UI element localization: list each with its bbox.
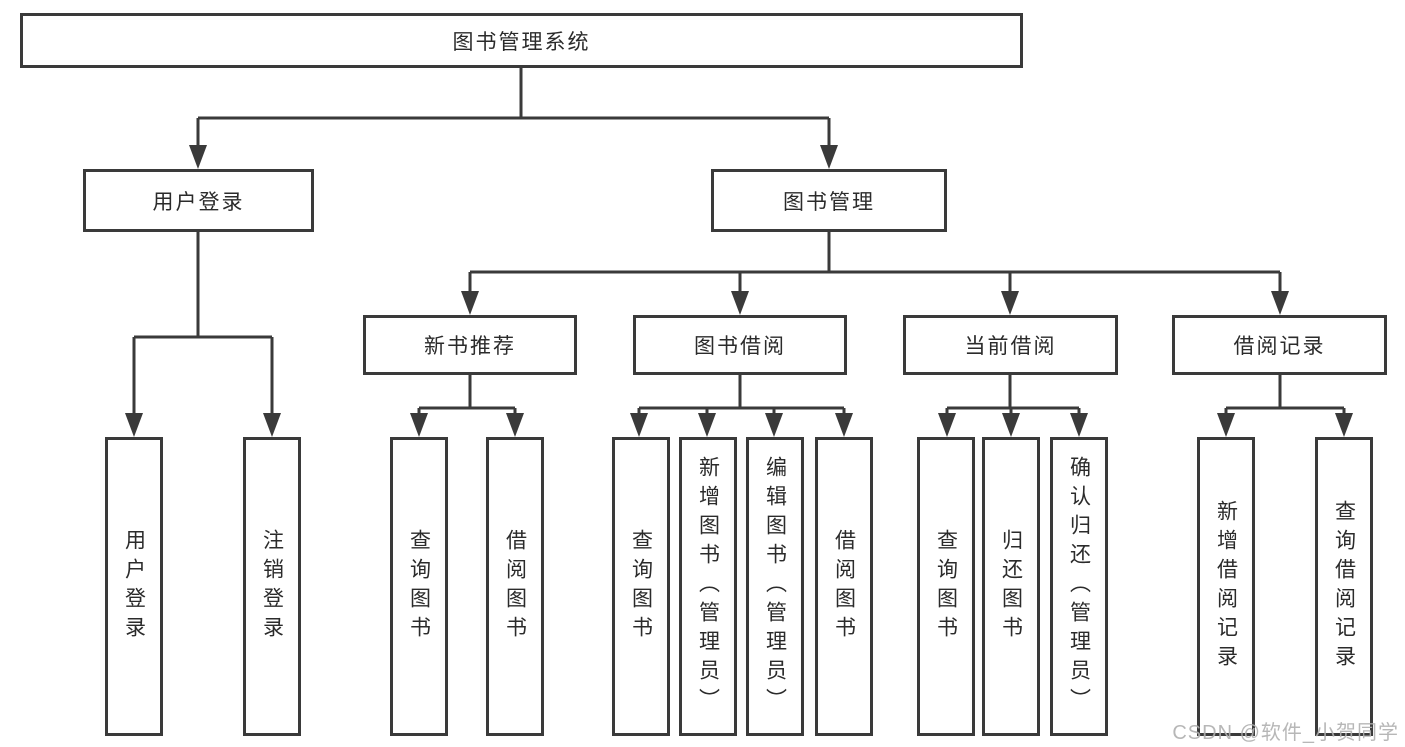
node-borrow-books: 借阅图书 <box>486 437 544 736</box>
arrowhead-down-icon <box>1001 291 1019 315</box>
node-label: 新书推荐 <box>424 335 516 358</box>
node-label: 归还图书 <box>999 528 1023 645</box>
node-logout: 注销登录 <box>243 437 301 736</box>
node-user-login: 用户登录 <box>83 169 314 232</box>
arrowhead-down-icon <box>835 413 853 437</box>
node-label: 查询借阅记录 <box>1332 499 1356 674</box>
node-label: 查询图书 <box>934 528 958 645</box>
node-book-borrow: 图书借阅 <box>633 315 847 375</box>
arrowhead-down-icon <box>1217 413 1235 437</box>
node-label: 借阅图书 <box>832 528 856 645</box>
arrowhead-down-icon <box>731 291 749 315</box>
node-user-login-leaf: 用户登录 <box>105 437 163 736</box>
node-new-book-recommend: 新书推荐 <box>363 315 577 375</box>
arrowhead-down-icon <box>630 413 648 437</box>
node-label: 新增借阅记录 <box>1214 499 1238 674</box>
node-library-management-system: 图书管理系统 <box>20 13 1023 68</box>
node-label: 注销登录 <box>260 528 284 645</box>
node-label: 查询图书 <box>407 528 431 645</box>
arrowhead-down-icon <box>1070 413 1088 437</box>
arrowhead-down-icon <box>1271 291 1289 315</box>
arrowhead-down-icon <box>938 413 956 437</box>
arrowhead-down-icon <box>698 413 716 437</box>
node-add-borrow-record: 新增借阅记录 <box>1197 437 1255 736</box>
node-label: 借阅记录 <box>1233 335 1326 358</box>
arrowhead-down-icon <box>125 413 143 437</box>
node-label: 用户登录 <box>122 528 146 645</box>
node-label: 当前借阅 <box>964 335 1057 358</box>
watermark: CSDN @软件_小贺同学 <box>1172 722 1399 744</box>
node-query-books: 查询图书 <box>612 437 670 736</box>
node-label: 用户登录 <box>152 190 245 214</box>
node-query-borrow-record: 查询借阅记录 <box>1315 437 1373 736</box>
node-label: 查询图书 <box>629 528 653 645</box>
arrowhead-down-icon <box>189 145 207 169</box>
node-label: 借阅图书 <box>503 528 527 645</box>
node-label: 编辑图书（管理员） <box>763 456 787 717</box>
node-label: 新增图书（管理员） <box>696 456 720 717</box>
node-return-books: 归还图书 <box>982 437 1040 736</box>
arrowhead-down-icon <box>410 413 428 437</box>
arrowhead-down-icon <box>1335 413 1353 437</box>
node-label: 图书管理 <box>783 190 875 214</box>
node-confirm-return-admin: 确认归还（管理员） <box>1050 437 1108 736</box>
arrowhead-down-icon <box>1002 413 1020 437</box>
node-add-books-admin: 新增图书（管理员） <box>679 437 737 736</box>
arrowhead-down-icon <box>820 145 838 169</box>
node-query-books: 查询图书 <box>390 437 448 736</box>
arrowhead-down-icon <box>461 291 479 315</box>
node-book-management: 图书管理 <box>711 169 947 232</box>
node-borrow-records: 借阅记录 <box>1172 315 1387 375</box>
node-label: 图书借阅 <box>694 335 786 358</box>
node-label: 图书管理系统 <box>452 30 591 54</box>
node-borrow-books: 借阅图书 <box>815 437 873 736</box>
node-query-books: 查询图书 <box>917 437 975 736</box>
node-label: 确认归还（管理员） <box>1067 456 1091 717</box>
node-edit-books-admin: 编辑图书（管理员） <box>746 437 804 736</box>
node-current-borrow: 当前借阅 <box>903 315 1118 375</box>
arrowhead-down-icon <box>765 413 783 437</box>
arrowhead-down-icon <box>506 413 524 437</box>
arrowhead-down-icon <box>263 413 281 437</box>
